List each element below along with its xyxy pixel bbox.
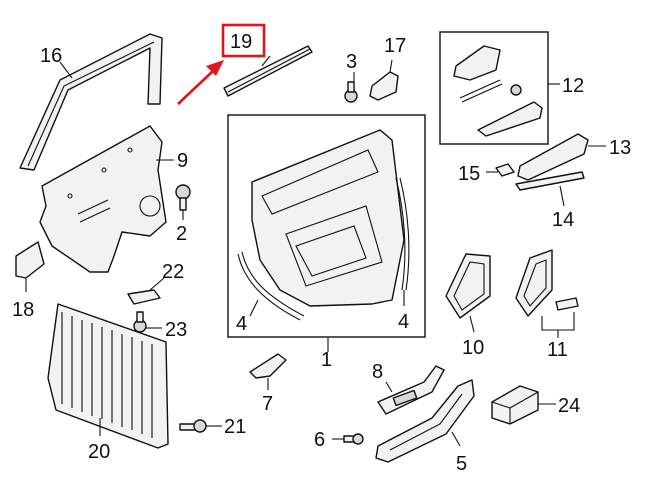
part-22-clip [127, 289, 161, 305]
leader-4a [249, 299, 259, 317]
highlight-arrow [177, 60, 224, 105]
callout-16: 16 [40, 45, 62, 67]
leader-10 [469, 315, 475, 333]
part-10-reflector [445, 253, 491, 319]
part-5-armrest [375, 379, 475, 463]
part-23-screw [133, 311, 147, 333]
callout-15: 15 [458, 163, 480, 185]
part-20-grille-panel [47, 303, 169, 449]
part-11-reflector [515, 249, 579, 317]
group-1-box [227, 114, 426, 338]
part-12-components [453, 45, 543, 137]
callout-18: 18 [12, 299, 34, 321]
callout-11: 11 [547, 339, 568, 361]
leader-8 [385, 381, 393, 393]
part-4-seal-left [237, 251, 305, 321]
callout-7: 7 [262, 393, 273, 415]
callout-23: 23 [165, 319, 187, 341]
part-3-screw [344, 81, 358, 103]
leader-11 [541, 312, 575, 331]
part-18-bracket [15, 241, 45, 279]
callout-22: 22 [162, 261, 184, 283]
leader-17 [389, 59, 393, 73]
part-7-bracket [249, 353, 287, 379]
part-16-window-frame [19, 33, 163, 171]
callout-21: 21 [224, 416, 246, 438]
part-15-clip [495, 163, 515, 177]
callout-12: 12 [562, 75, 584, 97]
leader-22 [149, 277, 165, 291]
part-24-module [491, 385, 539, 425]
callout-4a: 4 [236, 313, 247, 335]
callout-24: 24 [558, 395, 580, 417]
part-13-trim [517, 133, 589, 181]
part-14-strip [515, 171, 585, 191]
leader-14 [559, 185, 565, 207]
callout-5: 5 [456, 453, 467, 475]
leader-5 [451, 431, 461, 447]
part-17-bracket [369, 71, 399, 101]
leader-16 [59, 61, 73, 79]
callout-9: 9 [177, 150, 188, 172]
callout-19: 19 [230, 31, 252, 53]
part-19-belt-weatherstrip [223, 45, 313, 97]
callout-3: 3 [346, 51, 357, 73]
callout-20: 20 [88, 441, 110, 463]
callout-2: 2 [176, 223, 187, 245]
part-19-highlight-box [221, 23, 266, 58]
part-2-clip [175, 184, 191, 211]
leader-19 [261, 55, 271, 67]
part-8-switch-bezel [377, 365, 445, 415]
part-4-seal-right [395, 177, 410, 291]
callout-6: 6 [314, 429, 325, 451]
part-21-screw [179, 419, 207, 433]
callout-1: 1 [321, 349, 332, 371]
callout-4b: 4 [398, 311, 409, 333]
part-1-door-trim-panel [251, 129, 405, 307]
part-6-screw [343, 433, 364, 445]
callout-13: 13 [609, 137, 631, 159]
callout-14: 14 [552, 209, 574, 231]
callout-17: 17 [384, 35, 406, 57]
callout-10: 10 [462, 337, 484, 359]
callout-8: 8 [372, 361, 383, 383]
group-12-box [439, 31, 549, 145]
part-9-insulator [39, 125, 167, 273]
